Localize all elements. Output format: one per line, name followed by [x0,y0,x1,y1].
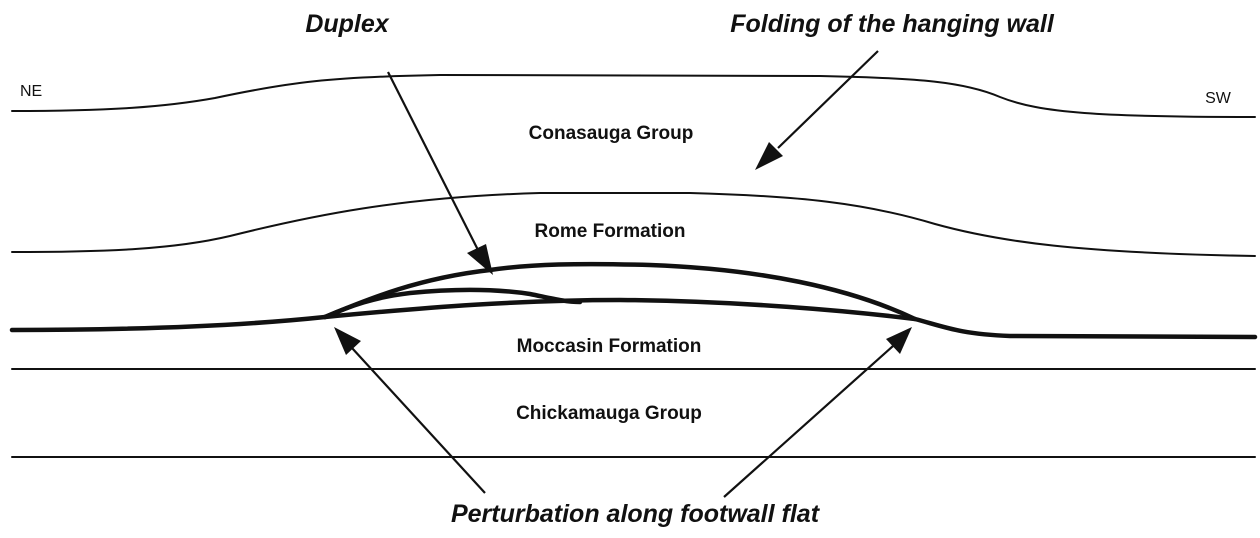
unit-label-conasauga: Conasauga Group [529,123,694,144]
basal-decollement [12,300,1255,337]
arrow-hanging-wall-shaft [778,51,878,148]
unit-label-moccasin: Moccasin Formation [517,336,702,357]
direction-ne-label: NE [20,83,42,100]
direction-sw-label: SW [1205,90,1232,107]
unit-label-rome: Rome Formation [535,221,686,242]
arrow-footwall-left-head [334,327,361,355]
annotation-duplex: Duplex [305,10,389,38]
annotation-hanging-wall: Folding of the hanging wall [730,10,1055,38]
conasauga-top-horizon [12,75,1255,117]
arrow-duplex-shaft [388,72,478,250]
annotation-footwall: Perturbation along footwall flat [451,500,821,528]
unit-label-chickamauga: Chickamauga Group [516,403,702,424]
